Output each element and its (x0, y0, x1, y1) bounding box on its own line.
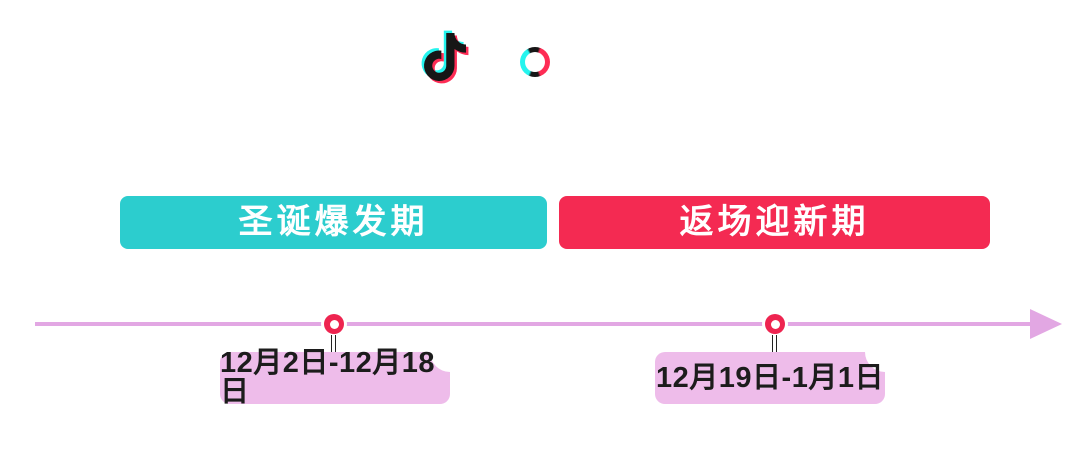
date-range-text: 12月2日-12月18日 (220, 347, 436, 408)
phase-bar-return-new-year: 返场迎新期 (559, 196, 990, 249)
date-range-text: 12月19日-1月1日 (656, 361, 884, 394)
phase-bar-christmas-burst: 圣诞爆发期 (120, 196, 547, 249)
tiktok-logo (0, 0, 1080, 110)
marker-stem-2 (772, 335, 777, 352)
date-label-return-new-year: 12月19日-1月1日 (655, 332, 905, 404)
timeline-marker-1 (324, 314, 344, 334)
marker-stem-1 (331, 335, 336, 352)
phase-bar-label: 圣诞爆发期 (238, 202, 429, 241)
phase-bar-label: 返场迎新期 (679, 202, 870, 241)
tiktok-o-icon (520, 47, 550, 77)
timeline-arrow-icon (1030, 309, 1062, 339)
date-label-christmas-burst: 12月2日-12月18日 (220, 332, 470, 408)
timeline-marker-2 (765, 314, 785, 334)
timeline-line (35, 322, 1031, 326)
tiktok-note-icon (421, 30, 469, 84)
